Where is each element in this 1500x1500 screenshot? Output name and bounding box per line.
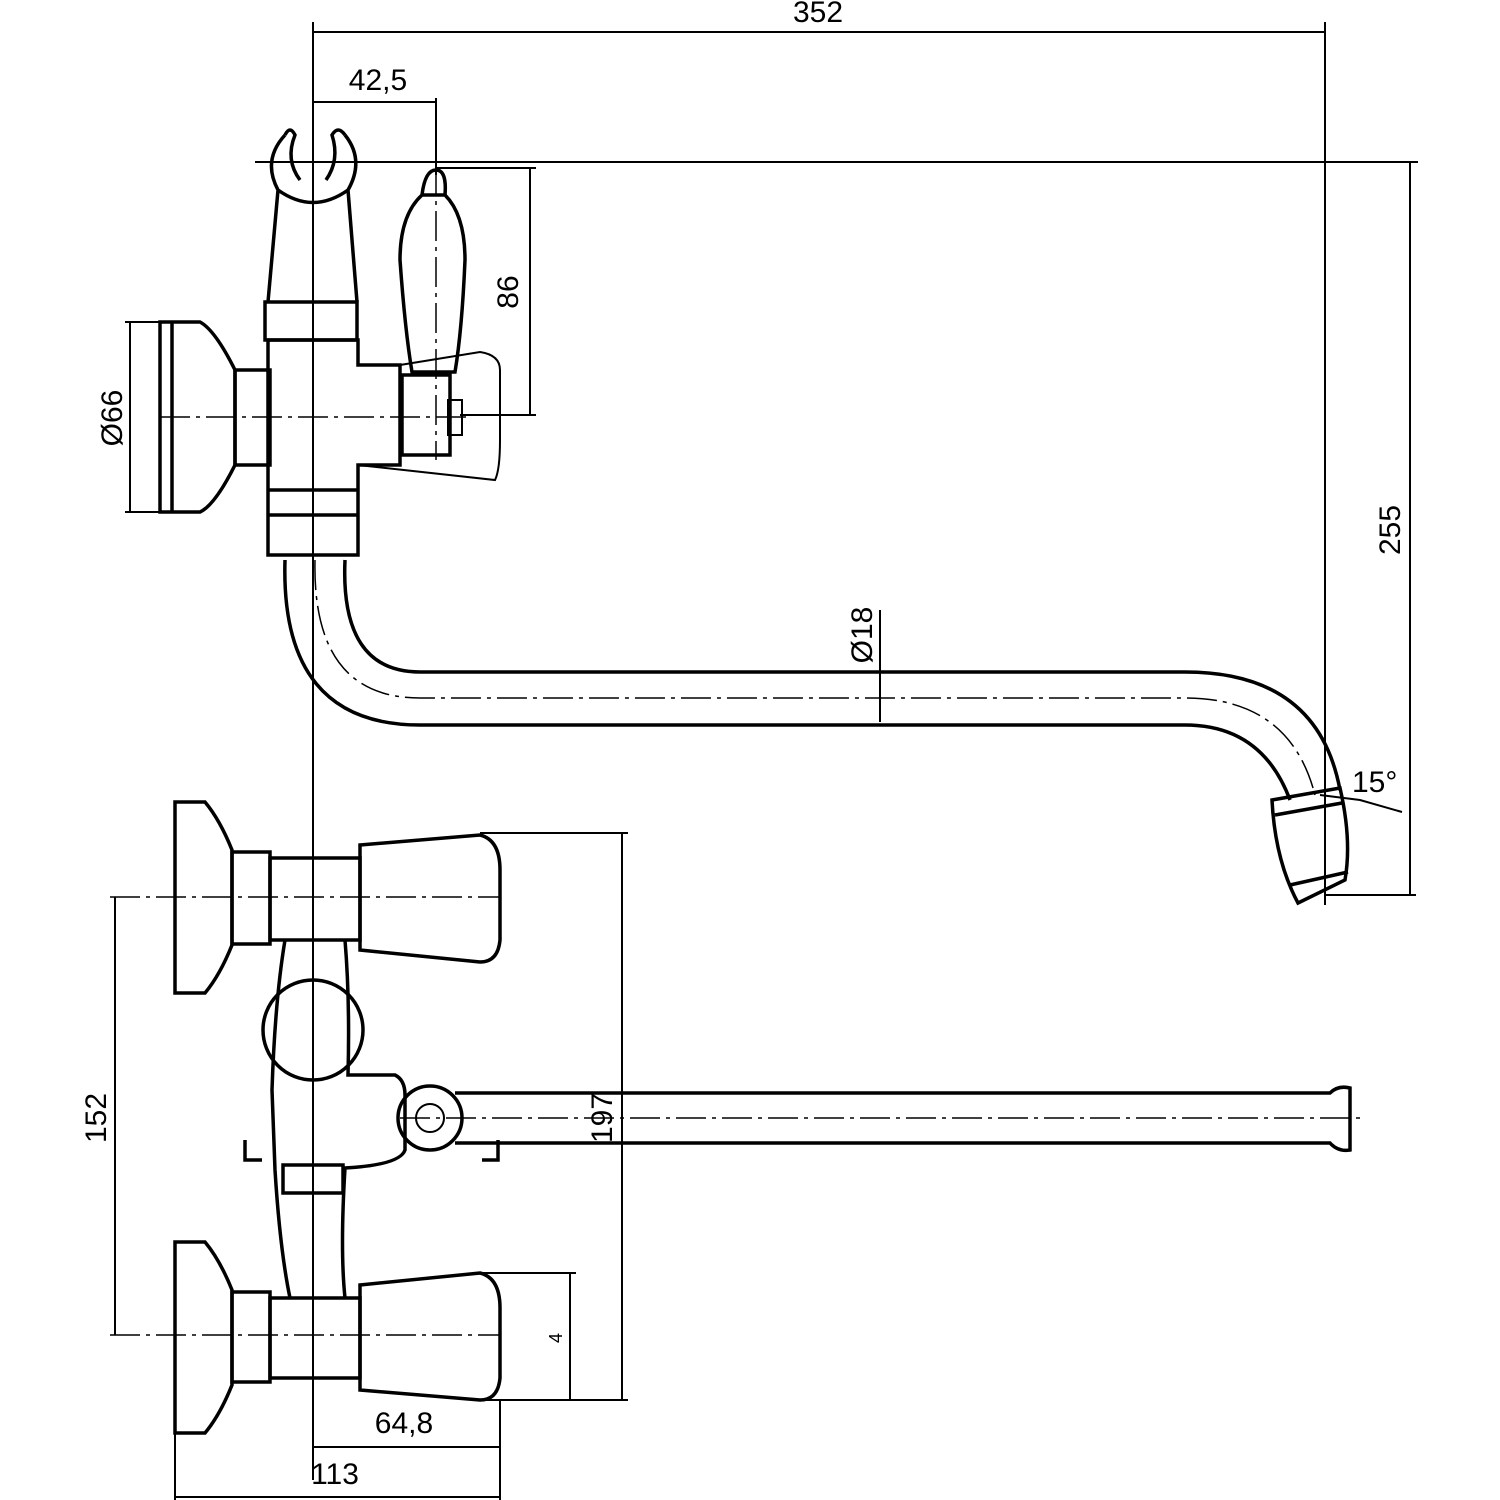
dimension-42-5: 42,5 [313, 64, 437, 175]
dim-inlet-spacing: 152 [80, 1093, 113, 1143]
wall-flange-lower [173, 1240, 234, 1435]
dimension-64-8: 64,8 [313, 1400, 501, 1500]
lever-handle [398, 193, 467, 374]
dim-overall-depth: 113 [311, 1458, 359, 1491]
dim-spout-diameter: Ø18 [846, 607, 879, 664]
dimension-86: 86 [436, 167, 536, 416]
swivel-joint [396, 1084, 464, 1152]
dimension-152: 152 [80, 897, 116, 1335]
dimension-352: 352 [312, 0, 1326, 1480]
connector-nut [233, 368, 272, 467]
dim-overall-height: 255 [1374, 505, 1407, 555]
dimension-255: 255 [1325, 162, 1416, 896]
dimension-handle-mark: 4 [480, 1272, 576, 1400]
dim-overall-reach: 352 [793, 0, 843, 29]
dim-hook-offset: 42,5 [349, 64, 407, 97]
shower-holder-hook [266, 133, 359, 303]
dim-body-height: 197 [586, 1093, 619, 1143]
dimension-15-deg: 15° [1319, 766, 1403, 813]
spout-top [455, 1085, 1352, 1153]
spout-aerator [1270, 785, 1350, 906]
dimension-197: 197 [480, 832, 628, 1401]
central-body [270, 939, 407, 1299]
dim-spout-angle: 15° [1352, 766, 1397, 799]
handle-lower [358, 1271, 502, 1402]
top-view: 152 197 4 64,8 113 [80, 800, 1360, 1500]
dim-handle-mark: 4 [546, 1333, 566, 1343]
dim-flange-diameter: Ø66 [96, 390, 129, 447]
shower-holder-ring [261, 978, 365, 1082]
dimension-d66: Ø66 [96, 321, 200, 513]
dimension-d18: Ø18 [846, 607, 881, 722]
dimension-113: 113 [174, 1433, 500, 1500]
spout [283, 559, 1342, 801]
side-view: 352 42,5 86 255 Ø66 [96, 0, 1418, 1480]
dim-handle-height: 86 [492, 275, 525, 308]
handle-upper [358, 833, 502, 964]
mixer-body [266, 338, 402, 557]
dim-handle-projection: 64,8 [375, 1407, 433, 1440]
